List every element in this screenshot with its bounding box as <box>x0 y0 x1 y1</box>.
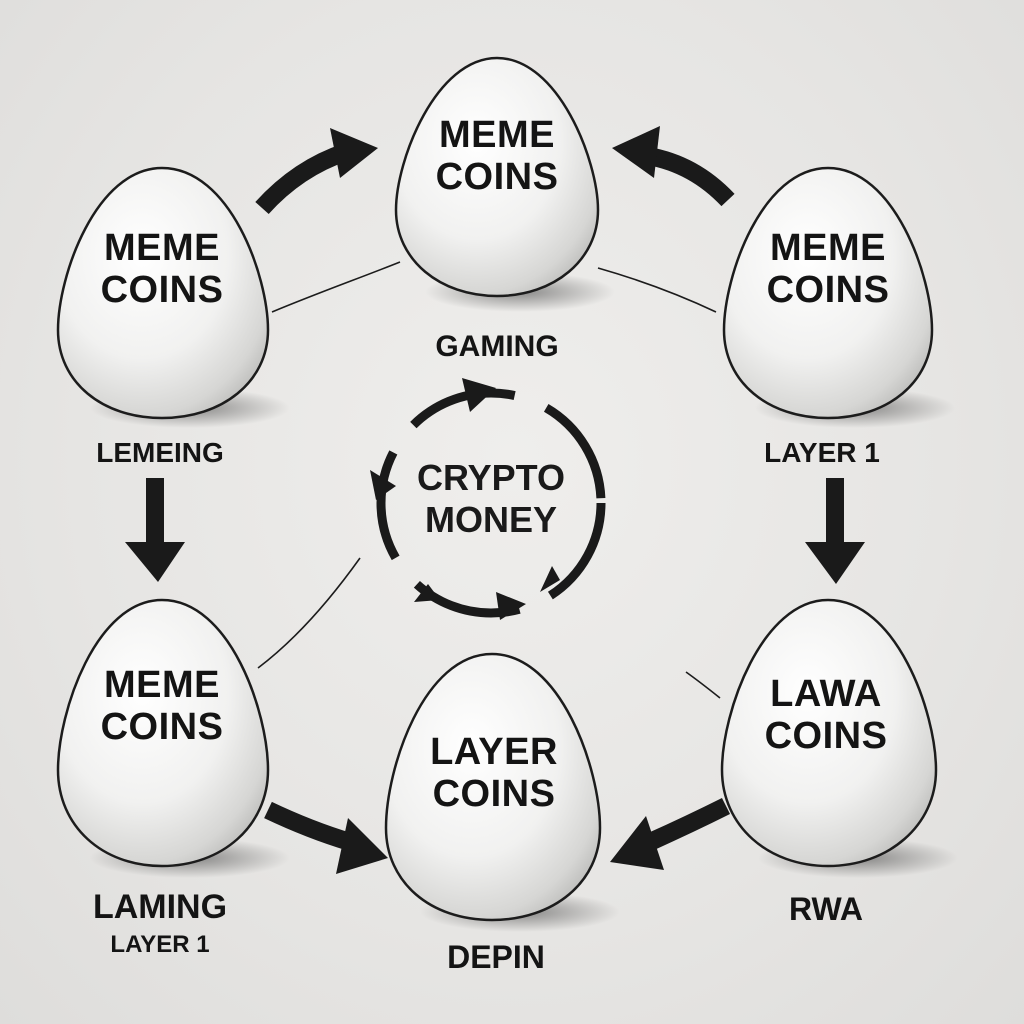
cycle-arrowhead-bottom-left <box>414 584 440 602</box>
egg-lower-left-caption: LAMING <box>93 888 227 926</box>
cycle-arrowhead-right <box>540 566 560 592</box>
arrow-lowerright-to-bottom <box>610 797 731 870</box>
center-cycle: CRYPTO MONEY <box>370 378 606 620</box>
egg-upper-left-line1: MEME <box>104 227 220 269</box>
arrow-upperleft-to-top <box>255 128 378 215</box>
egg-upper-left-line2: COINS <box>101 269 224 311</box>
egg-lower-right-line1: LAWA <box>770 673 882 715</box>
connector-top-right <box>597 267 717 313</box>
connector-top-left <box>271 261 401 313</box>
egg-bottom-line2: COINS <box>433 773 556 815</box>
center-label-line2: MONEY <box>425 499 557 540</box>
egg-lower-right-line2: COINS <box>765 715 888 757</box>
arrow-lowerleft-to-bottom <box>264 801 388 874</box>
arrow-upperright-to-top <box>612 126 735 207</box>
connector-left-center <box>257 557 361 669</box>
egg-upper-left-caption: LEMEING <box>96 437 224 468</box>
egg-bottom-caption: DEPIN <box>447 939 545 975</box>
egg-upper-left: MEME COINS LEMEING <box>56 166 290 468</box>
arrow-right-down <box>805 478 865 584</box>
cycle-arrowhead-top <box>462 378 496 412</box>
center-label-line1: CRYPTO <box>417 457 565 498</box>
connector-right-center <box>685 671 721 699</box>
egg-lower-left-caption2: LAYER 1 <box>110 931 209 958</box>
connector-lines <box>257 261 721 699</box>
egg-upper-right-line2: COINS <box>767 269 890 311</box>
egg-upper-right: MEME COINS LAYER 1 <box>722 166 955 468</box>
egg-bottom-line1: LAYER <box>430 731 558 773</box>
egg-lower-left-line1: MEME <box>104 664 220 706</box>
egg-top: MEME COINS GAMING <box>394 56 615 363</box>
flow-arrows <box>125 126 865 874</box>
cycle-arrowhead-bottom <box>496 592 526 620</box>
arrow-left-down <box>125 478 185 582</box>
egg-lower-right: LAWA COINS RWA <box>720 598 958 927</box>
cycle-arrowhead-left <box>370 470 396 500</box>
egg-bottom: LAYER COINS DEPIN <box>384 652 620 975</box>
egg-lower-left-line2: COINS <box>101 706 224 748</box>
egg-upper-right-caption: LAYER 1 <box>764 437 880 468</box>
egg-top-caption: GAMING <box>435 330 558 363</box>
egg-top-line2: COINS <box>436 156 559 198</box>
egg-upper-right-line1: MEME <box>770 227 886 269</box>
egg-lower-right-caption: RWA <box>789 891 863 927</box>
egg-top-line1: MEME <box>439 114 555 156</box>
egg-lower-left: MEME COINS LAMING LAYER 1 <box>56 598 290 958</box>
